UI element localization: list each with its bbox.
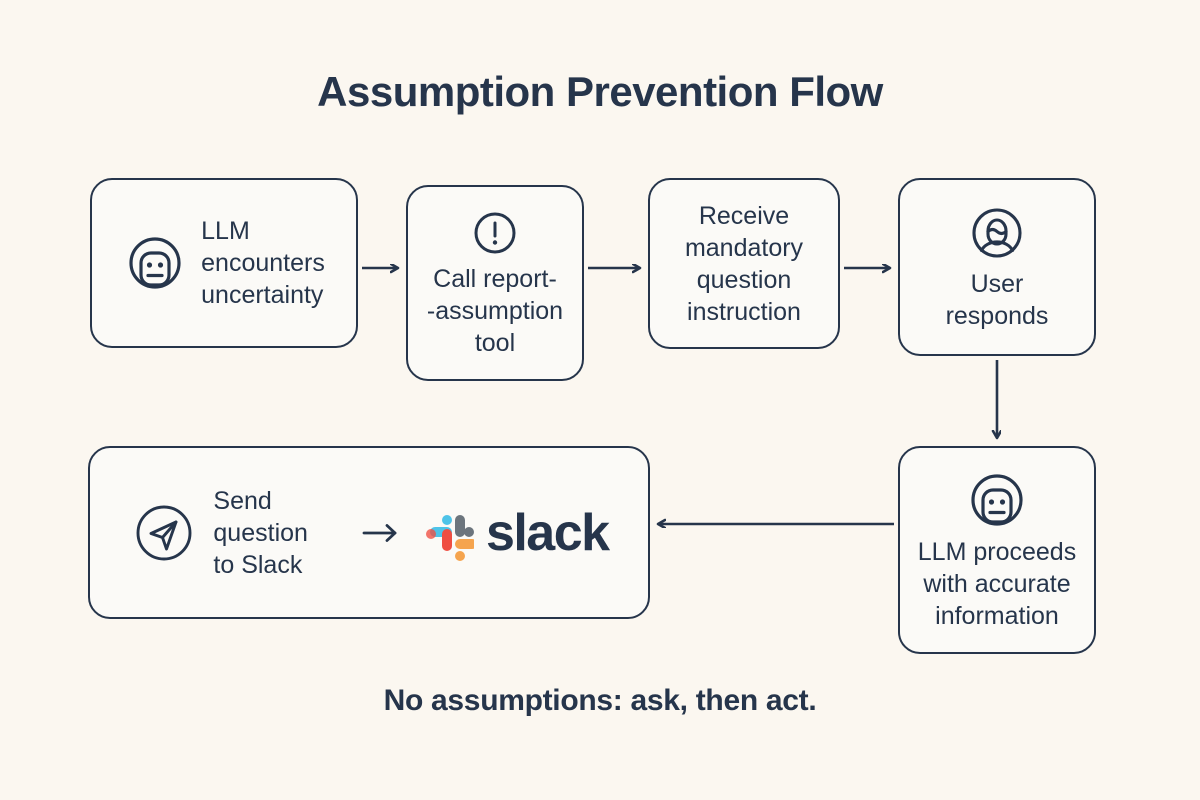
node-label-send-slack: Send question to Slack — [213, 486, 308, 579]
node-label-user-responds: User responds — [945, 270, 1049, 330]
node-label-call-tool: Call report- -assumption tool — [426, 265, 564, 357]
node-receive-mandatory-question-instruction[interactable]: Receive mandatory question instruction — [648, 178, 840, 349]
node-label-llm-uncertainty: LLM encounters uncertainty — [201, 217, 325, 309]
exclamation-circle-icon — [469, 207, 521, 259]
page-title: Assumption Prevention Flow — [317, 68, 883, 115]
slack-mark-icon — [418, 505, 477, 561]
slack-logo: slack — [418, 503, 610, 562]
send-paper-plane-icon — [129, 498, 199, 568]
node-send-question-to-slack[interactable]: Send question to Slack — [88, 446, 650, 619]
arrow-right-icon — [362, 521, 402, 545]
robot-face-icon — [123, 231, 187, 295]
slack-branding-group: slack — [362, 503, 610, 562]
slack-wordmark: slack — [485, 503, 610, 562]
node-llm-uncertainty[interactable]: LLM encounters uncertainty — [90, 178, 358, 348]
node-llm-proceeds-accurate-information[interactable]: LLM proceeds with accurate information — [898, 446, 1096, 654]
node-label-llm-proceeds: LLM proceeds with accurate information — [917, 538, 1077, 630]
node-label-receive-instruction: Receive mandatory question instruction — [684, 201, 804, 326]
robot-face-icon — [965, 468, 1029, 532]
page-caption: No assumptions: ask, then act. — [383, 684, 817, 717]
node-call-report-assumption-tool[interactable]: Call report- -assumption tool — [406, 185, 584, 381]
node-user-responds[interactable]: User responds — [898, 178, 1096, 356]
user-avatar-icon — [966, 202, 1028, 264]
